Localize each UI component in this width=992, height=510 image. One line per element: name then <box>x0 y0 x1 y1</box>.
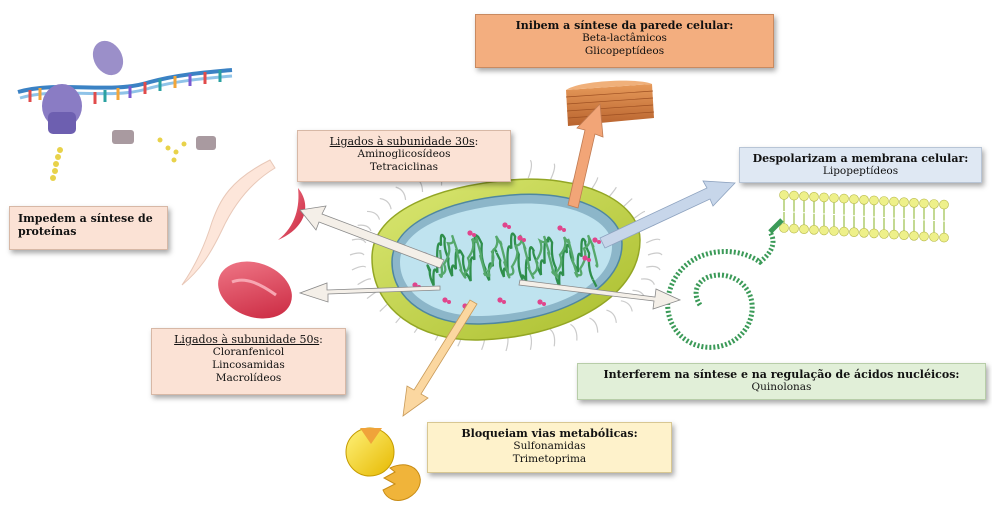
enzyme-illustration <box>346 428 420 500</box>
nucleic-title: Interferem na síntese e na regulação de … <box>604 368 956 381</box>
metabolic-title-colon: : <box>634 427 638 440</box>
membrane-box: Despolarizam a membrana celular: Lipopep… <box>739 147 982 183</box>
cell-wall-title-colon: : <box>729 19 733 32</box>
subunit-30s-title-colon: : <box>475 135 479 148</box>
cell-wall-item: Glicopeptídeos <box>476 45 773 58</box>
metabolic-box: Bloqueiam vias metabólicas: Sulfonamidas… <box>427 422 672 473</box>
protein-title-line1: Impedem a síntese de <box>18 212 159 225</box>
metabolic-item: Trimetoprima <box>428 453 671 466</box>
subunit-50s-title: Ligados à subunidade 50s <box>174 333 319 346</box>
bacterium-illustration <box>350 159 662 351</box>
subunit-30s-title: Ligados à subunidade 30s <box>330 135 475 148</box>
cell-wall-title: Inibem a síntese da parede celular <box>516 19 730 32</box>
subunit-50s-title-colon: : <box>319 333 323 346</box>
protein-title-line2: proteínas <box>18 225 159 238</box>
subunit-50s-shape <box>210 252 300 329</box>
subunit-50s-item: Macrolídeos <box>152 372 345 385</box>
cell-wall-item: Beta-lactâmicos <box>476 32 773 45</box>
subunit-30s-shape <box>278 188 305 240</box>
subunit-30s-item: Aminoglicosídeos <box>298 148 510 161</box>
protein-synthesis-box: Impedem a síntese de proteínas <box>9 206 168 250</box>
subunit-50s-box: Ligados à subunidade 50s: Cloranfenicol … <box>151 328 346 395</box>
nucleic-title-colon: : <box>955 368 959 381</box>
lipid-bilayer-illustration <box>780 191 949 243</box>
nucleic-acid-box: Interferem na síntese e na regulação de … <box>577 363 986 400</box>
subunit-30s-box: Ligados à subunidade 30s: Aminoglicosíde… <box>297 130 511 182</box>
dna-coil-illustration <box>668 220 782 347</box>
peptidoglycan-wall-illustration <box>566 81 654 126</box>
membrane-title-colon: : <box>964 152 968 165</box>
cell-wall-box: Inibem a síntese da parede celular: Beta… <box>475 14 774 68</box>
subunit-50s-item: Cloranfenicol <box>152 346 345 359</box>
nucleic-item: Quinolonas <box>578 381 985 394</box>
metabolic-title: Bloqueiam vias metabólicas <box>461 427 633 440</box>
membrane-item: Lipopeptídeos <box>740 165 981 178</box>
metabolic-item: Sulfonamidas <box>428 440 671 453</box>
membrane-title: Despolarizam a membrana celular <box>753 152 965 165</box>
subunit-30s-item: Tetraciclinas <box>298 161 510 174</box>
ribosome-translation-illustration <box>18 35 232 181</box>
subunit-50s-item: Lincosamidas <box>152 359 345 372</box>
